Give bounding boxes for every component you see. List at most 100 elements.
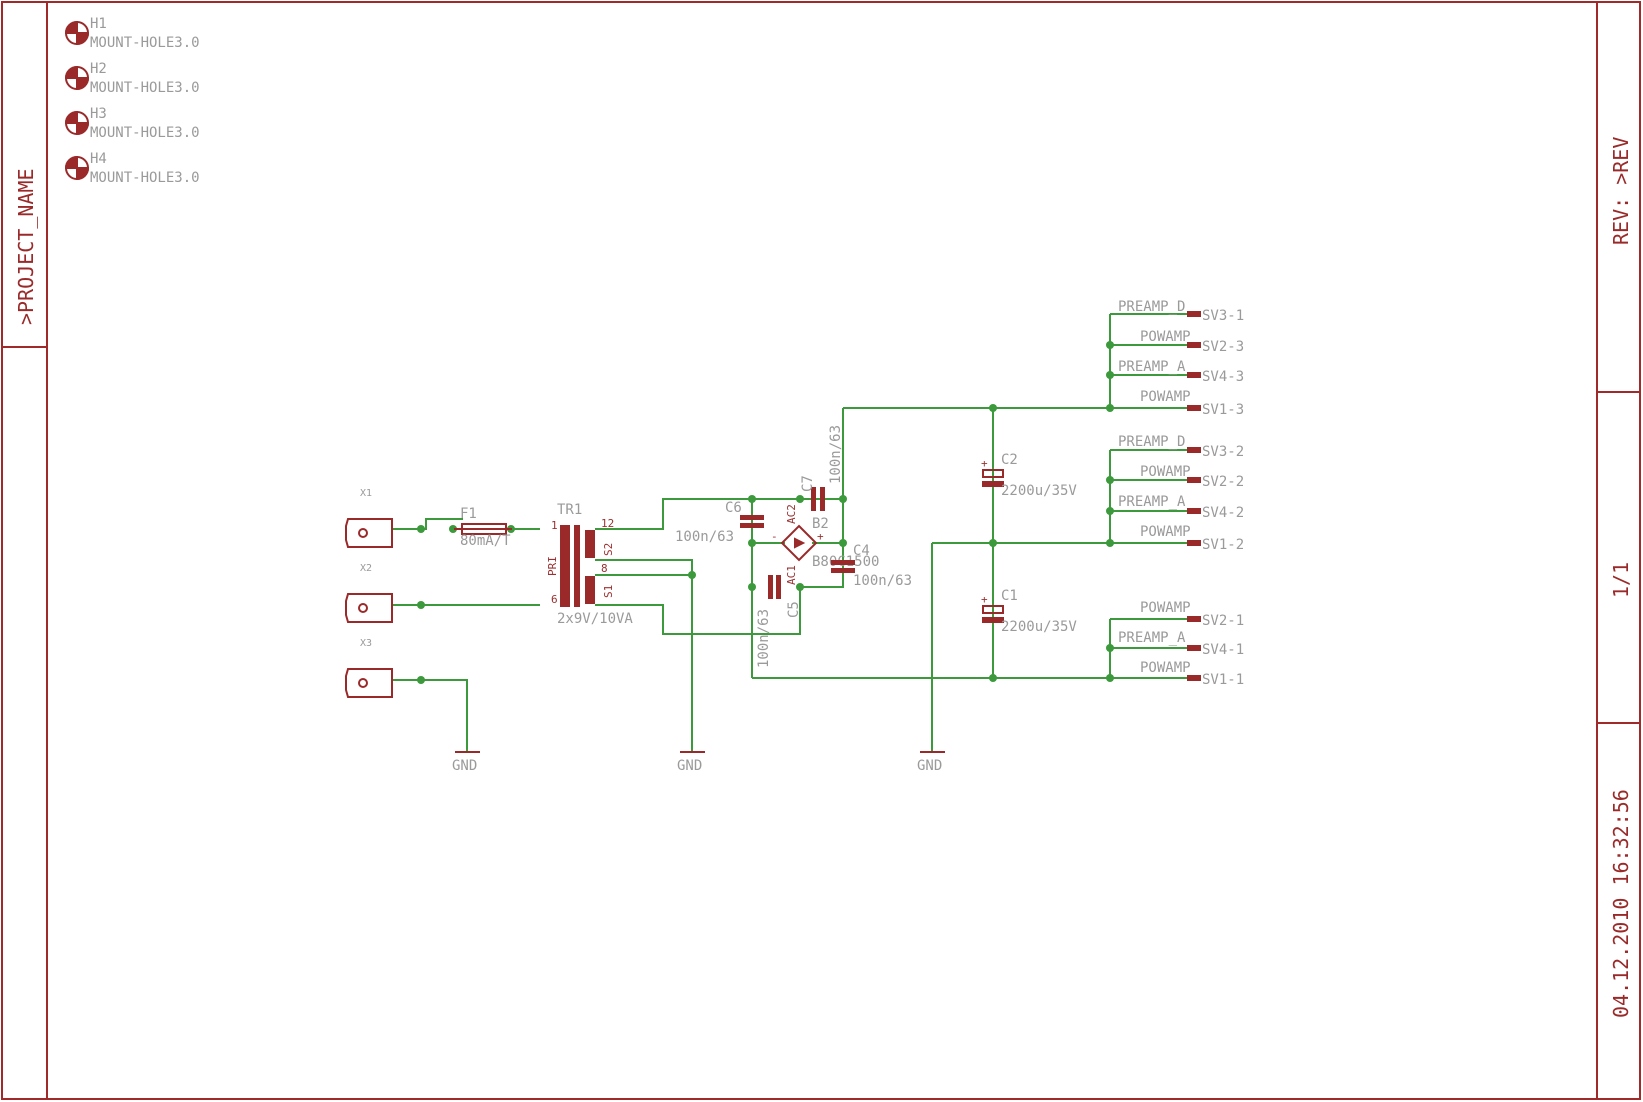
ground-label: GND	[677, 758, 702, 774]
fuse-value: 80mA/T	[460, 533, 511, 549]
connector-net: POWAMP	[1140, 600, 1191, 616]
mount-hole-value: MOUNT-HOLE3.0	[90, 35, 200, 51]
capacitor-plate-icon	[820, 487, 825, 511]
capacitor-polarity-icon: +	[981, 457, 988, 470]
capacitor-c7: C7 100n/63	[800, 425, 844, 511]
mount-hole-h1: H1 MOUNT-HOLE3.0	[64, 16, 200, 51]
wire-center-tap-a	[595, 559, 693, 752]
bridge-pin-ac1: AC1	[785, 565, 798, 585]
connector-sv3-2: PREAMP_D SV3-2	[1118, 434, 1244, 460]
terminal-x2: X2	[345, 563, 393, 623]
capacitor-plate-icon	[982, 469, 1004, 478]
bridge-ref: B2	[812, 516, 829, 532]
connector-pin-icon	[1187, 645, 1201, 651]
capacitor-value: 2200u/35V	[1001, 619, 1077, 635]
junction-dot	[1106, 674, 1114, 682]
capacitor-plate-icon	[982, 605, 1004, 614]
mount-hole-value: MOUNT-HOLE3.0	[90, 80, 200, 96]
connector-net: POWAMP	[1140, 660, 1191, 676]
transformer-value: 2x9V/10VA	[557, 611, 633, 627]
capacitor-c1: + C1 2200u/35V	[981, 588, 1077, 635]
connector-pin-icon	[1187, 311, 1201, 317]
mount-hole-h4: H4 MOUNT-HOLE3.0	[64, 151, 200, 186]
capacitor-c4: C4 100n/63	[831, 543, 912, 589]
capacitor-ref: C1	[1001, 588, 1018, 604]
capacitor-plate-icon	[831, 560, 855, 565]
connector-pin: SV4-2	[1202, 505, 1244, 521]
transformer-pin-8: 8	[601, 562, 608, 575]
connector-net: POWAMP	[1140, 524, 1191, 540]
connector-pin: SV2-3	[1202, 339, 1244, 355]
fuse-f1: F1 80mA/T	[454, 506, 512, 549]
capacitor-value: 100n/63	[853, 573, 912, 589]
capacitor-ref: C4	[853, 543, 870, 559]
connector-sv1-3: POWAMP SV1-3	[1140, 389, 1244, 418]
capacitor-plate-icon	[982, 481, 1004, 487]
sheet-number-field: 1/1	[1609, 562, 1633, 598]
junction-dot	[1106, 539, 1114, 547]
capacitor-plate-icon	[982, 617, 1004, 623]
connector-net: PREAMP_A	[1118, 494, 1186, 510]
connector-pin-icon	[1187, 477, 1201, 483]
capacitor-c5: C5 100n/63	[756, 575, 802, 668]
junctions	[417, 341, 1114, 684]
capacitor-ref: C5	[786, 601, 802, 618]
connector-sv2-3: POWAMP SV2-3	[1140, 329, 1244, 355]
connector-pin: SV1-3	[1202, 402, 1244, 418]
connector-pin-icon	[1187, 372, 1201, 378]
bridge-diode-icon	[794, 537, 806, 549]
ground-3: GND	[917, 751, 945, 774]
capacitor-value: 100n/63	[756, 609, 772, 668]
junction-dot	[796, 495, 804, 503]
connector-pin: SV3-2	[1202, 444, 1244, 460]
mount-hole-h3: H3 MOUNT-HOLE3.0	[64, 106, 200, 141]
connector-net: POWAMP	[1140, 329, 1191, 345]
junction-dot	[1106, 404, 1114, 412]
terminal-screw-icon	[358, 678, 368, 688]
revision-field: REV: >REV	[1609, 137, 1633, 245]
bridge-pin-plus: +	[817, 530, 824, 543]
capacitor-ref: C7	[800, 475, 816, 492]
transformer-pin-6: 6	[551, 593, 558, 606]
connector-pin: SV1-1	[1202, 672, 1244, 688]
transformer-winding-s1: S1	[602, 585, 615, 598]
junction-dot	[449, 525, 457, 533]
wire-secondary-top	[595, 498, 843, 530]
junction-dot	[748, 583, 756, 591]
wire-secondary-bottom	[595, 587, 801, 635]
transformer-primary-icon	[560, 525, 570, 607]
capacitor-c6: C6 100n/63	[675, 500, 764, 545]
transformer-pin-1: 1	[551, 519, 558, 532]
terminal-x1: X1	[345, 488, 393, 548]
junction-dot	[839, 495, 847, 503]
connector-pin: SV1-2	[1202, 537, 1244, 553]
mount-hole-quadrant-icon	[64, 110, 90, 136]
transformer-core-icon	[574, 525, 580, 607]
capacitor-polarity-icon: +	[981, 593, 988, 606]
connector-net: PREAMP_D	[1118, 434, 1185, 450]
terminal-x3: X3	[345, 638, 393, 698]
connector-pin-icon	[1187, 540, 1201, 546]
capacitor-plate-icon	[768, 575, 773, 599]
fuse-ref: F1	[460, 506, 477, 522]
ground-1: GND	[452, 751, 480, 774]
transformer-ref: TR1	[557, 502, 582, 518]
terminal-ref: X1	[360, 488, 372, 499]
capacitor-plate-icon	[831, 568, 855, 573]
ground-label: GND	[452, 758, 477, 774]
terminal-icon	[345, 668, 393, 698]
bridge-diamond-icon	[780, 524, 818, 562]
capacitor-plate-icon	[776, 575, 781, 599]
transformer-tr1: TR1 1 6 12 8 PRI S2 S1 2x9V/10VA	[546, 502, 633, 627]
connector-net: POWAMP	[1140, 389, 1191, 405]
mount-hole-ref: H4	[90, 151, 107, 167]
terminal-icon	[345, 593, 393, 623]
ground-label: GND	[917, 758, 942, 774]
connector-net: PREAMP_A	[1118, 359, 1186, 375]
junction-dot	[1106, 341, 1114, 349]
